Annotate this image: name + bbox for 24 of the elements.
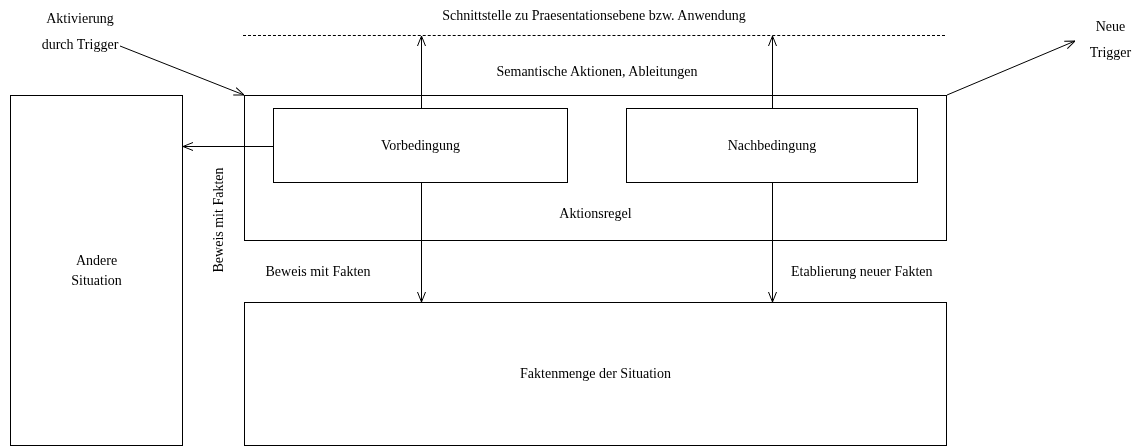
node-label: Neue Trigger xyxy=(1088,18,1133,62)
arrow xyxy=(946,40,1076,96)
arrow xyxy=(119,45,245,96)
node-label: Schnittstelle zu Praesentationsebene bzw. Anwendung xyxy=(441,7,747,25)
arrow xyxy=(417,182,426,303)
condition-box xyxy=(273,108,568,183)
arrow xyxy=(417,35,426,109)
arrow xyxy=(768,35,777,109)
node-label: Andere Situation xyxy=(70,251,123,290)
node-label: Aktivierung durch Trigger xyxy=(40,10,120,54)
edge-label: Etablierung neuer Fakten xyxy=(791,263,933,281)
node-label: Vorbedingung xyxy=(379,136,462,155)
situation-box xyxy=(10,95,183,446)
node-label: Nachbedingung xyxy=(726,136,818,155)
edge-label: Beweis mit Fakten xyxy=(265,263,371,281)
facts-box xyxy=(244,302,947,446)
arrow xyxy=(768,182,777,303)
node-label: Faktenmenge der Situation xyxy=(519,365,672,383)
condition-box xyxy=(626,108,918,183)
arrow xyxy=(182,142,274,151)
interface-line xyxy=(243,8,945,36)
annotation-text: Semantische Aktionen, Ableitungen xyxy=(496,63,698,81)
node-label: Aktionsregel xyxy=(558,205,633,223)
edge-label: Beweis mit Fakten xyxy=(209,167,226,273)
